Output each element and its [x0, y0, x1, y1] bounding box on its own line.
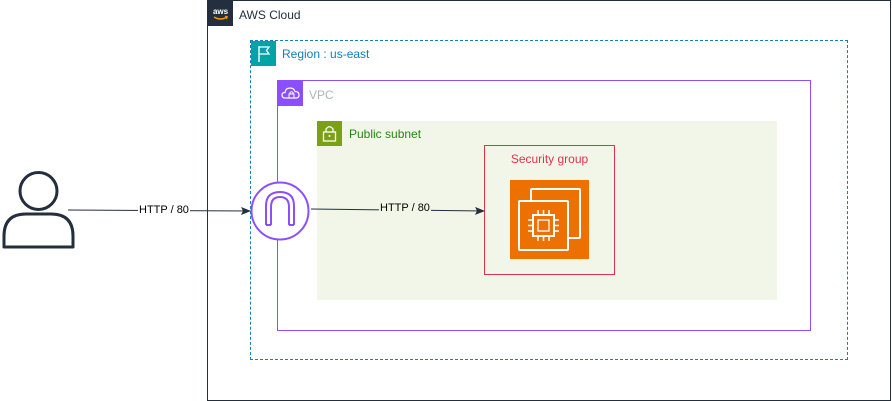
aws-logo-icon: aws [208, 1, 233, 26]
region-flag-icon [251, 41, 276, 66]
public-subnet-label: Public subnet [349, 127, 422, 141]
edge-label: HTTP / 80 [138, 204, 190, 217]
user-icon [0, 168, 78, 250]
edge-label: HTTP / 80 [379, 202, 431, 215]
security-group-label: Security group [510, 152, 589, 166]
region-group: Region : us-east [250, 40, 848, 360]
lock-icon [317, 121, 342, 146]
vpc-cloud-icon [278, 81, 303, 106]
vpc-label: VPC [309, 88, 334, 102]
region-label: Region : us-east [282, 47, 370, 61]
aws-cloud-label: AWS Cloud [239, 8, 301, 22]
ec2-instance-icon [510, 180, 589, 259]
svg-text:aws: aws [213, 7, 229, 16]
internet-gateway-icon [249, 180, 311, 242]
